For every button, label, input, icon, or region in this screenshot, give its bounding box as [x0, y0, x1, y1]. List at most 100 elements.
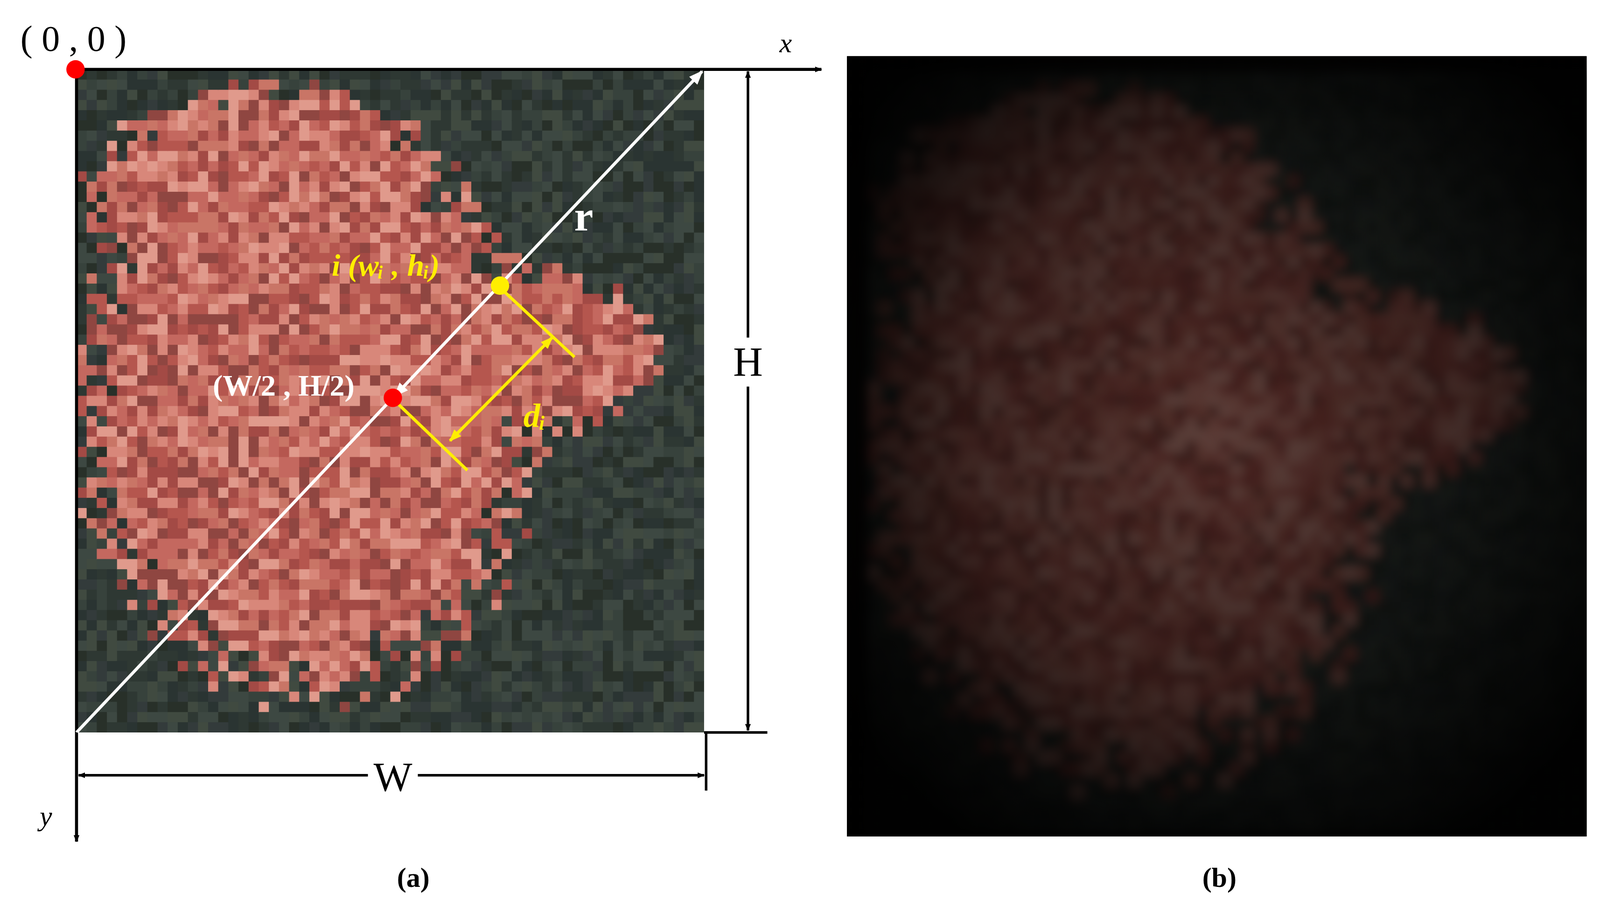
image-pixel: [359, 181, 371, 193]
image-pixel: [279, 691, 290, 703]
image-pixel: [248, 528, 260, 540]
image-pixel: [167, 304, 179, 315]
image-pixel: [76, 661, 88, 672]
image-pixel: [339, 518, 351, 530]
image-pixel: [268, 252, 280, 264]
image-pixel: [157, 589, 169, 601]
image-pixel: [370, 365, 381, 377]
image-pixel: [197, 630, 209, 642]
image-pixel: [258, 171, 270, 182]
image-pixel: [96, 283, 108, 295]
image-pixel: [117, 242, 128, 254]
image-pixel: [349, 477, 361, 489]
image-pixel: [106, 630, 118, 642]
image-pixel: [177, 324, 189, 336]
image-pixel: [177, 79, 189, 91]
image-pixel: [319, 416, 331, 427]
image-pixel: [258, 671, 270, 683]
image-pixel: [299, 324, 310, 336]
image-pixel: [197, 89, 209, 101]
image-pixel: [177, 732, 189, 744]
image-pixel: [238, 69, 250, 81]
image-pixel: [319, 344, 331, 356]
image-pixel: [370, 650, 381, 662]
image-pixel: [238, 171, 250, 182]
image-pixel: [359, 222, 371, 234]
image-pixel: [208, 69, 219, 81]
image-pixel: [299, 181, 310, 193]
image-pixel: [359, 691, 371, 703]
image-pixel: [218, 640, 230, 652]
image-pixel: [218, 252, 230, 264]
image-pixel: [197, 416, 209, 427]
image-pixel: [137, 569, 148, 580]
image-pixel: [238, 630, 250, 642]
image-pixel: [349, 610, 361, 622]
image-pixel: [359, 661, 371, 672]
image-pixel: [238, 263, 250, 274]
image-pixel: [137, 405, 148, 417]
image-pixel: [380, 232, 392, 244]
image-pixel: [167, 610, 179, 622]
image-pixel: [76, 467, 88, 478]
image-pixel: [359, 314, 371, 325]
image-pixel: [157, 334, 169, 346]
image-pixel: [228, 232, 239, 244]
image-pixel: [157, 681, 169, 693]
image-pixel: [147, 436, 159, 448]
image-pixel: [238, 640, 250, 652]
image-pixel: [279, 600, 290, 611]
image-pixel: [208, 79, 219, 91]
image-pixel: [157, 324, 169, 336]
image-pixel: [137, 579, 148, 591]
image-pixel: [349, 467, 361, 478]
image-pixel: [137, 467, 148, 478]
image-pixel: [268, 344, 280, 356]
image-pixel: [157, 283, 169, 295]
image-pixel: [268, 477, 280, 489]
image-pixel: [157, 375, 169, 387]
image-pixel: [218, 191, 230, 203]
image-pixel: [126, 487, 138, 499]
image-pixel: [339, 579, 351, 591]
image-pixel: [258, 497, 270, 509]
image-pixel: [329, 232, 341, 244]
image-pixel: [218, 304, 230, 315]
image-pixel: [268, 436, 280, 448]
image-pixel: [279, 610, 290, 622]
image-pixel: [218, 518, 230, 530]
image-pixel: [147, 324, 159, 336]
image-pixel: [228, 110, 239, 121]
image-pixel: [76, 181, 88, 193]
image-pixel: [238, 681, 250, 693]
image-pixel: [76, 89, 88, 101]
image-pixel: [228, 447, 239, 458]
image-pixel: [117, 416, 128, 427]
image-pixel: [359, 610, 371, 622]
image-pixel: [167, 171, 179, 182]
image-pixel: [106, 600, 118, 611]
image-pixel: [96, 314, 108, 325]
image-pixel: [258, 558, 270, 570]
image-pixel: [208, 477, 219, 489]
image-pixel: [117, 640, 128, 652]
image-pixel: [218, 283, 230, 295]
image-pixel: [218, 681, 230, 693]
image-pixel: [228, 202, 239, 213]
image-pixel: [258, 334, 270, 346]
image-pixel: [370, 691, 381, 703]
image-pixel: [126, 171, 138, 182]
image-pixel: [96, 722, 108, 734]
image-pixel: [238, 732, 250, 744]
image-pixel: [157, 569, 169, 580]
image-pixel: [329, 732, 341, 744]
image-pixel: [76, 589, 88, 601]
image-pixel: [76, 191, 88, 203]
image-pixel: [106, 416, 118, 427]
image-pixel: [370, 569, 381, 580]
image-pixel: [359, 99, 371, 111]
image-pixel: [117, 569, 128, 580]
image-pixel: [268, 457, 280, 469]
image-pixel: [238, 355, 250, 366]
image-pixel: [289, 630, 301, 642]
